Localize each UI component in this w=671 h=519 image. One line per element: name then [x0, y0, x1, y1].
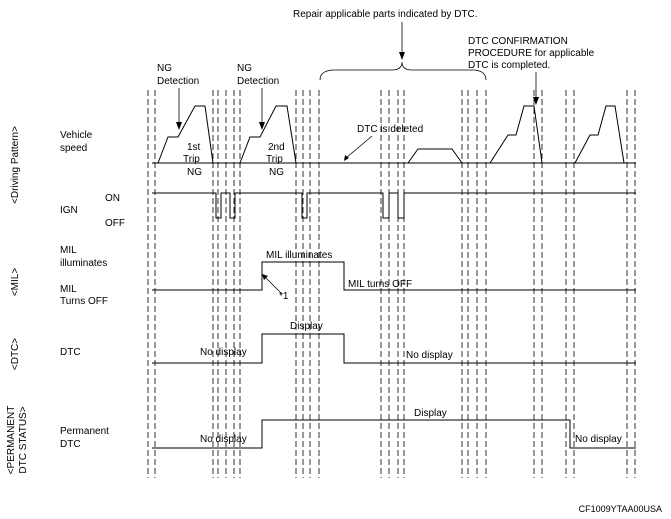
note-arrow	[263, 275, 283, 295]
section-mil: <MIL>	[10, 268, 21, 297]
speed-trace-trip4	[489, 105, 543, 164]
speed-trace-trip5	[574, 105, 625, 164]
mil-illuminates-label: MIL illuminates	[266, 250, 332, 261]
row-vehicle-speed-2: speed	[60, 143, 87, 154]
dtc-deleted-arrow-head	[344, 155, 349, 161]
trip1-label-3: NG	[187, 167, 202, 178]
perm-no-display-1: No display	[200, 434, 247, 445]
section-permanent-1: <PERMANENT	[6, 406, 17, 475]
ign-trace	[152, 192, 636, 219]
permanent-trace	[152, 419, 636, 449]
row-mil-off-1: MIL	[60, 284, 77, 295]
row-ign-on: ON	[105, 193, 120, 204]
row-mil-illum-1: MIL	[60, 245, 77, 256]
note-arrow-head	[262, 274, 268, 280]
trip1-label-1: 1st	[187, 142, 201, 153]
row-ign-off: OFF	[105, 218, 125, 229]
repair-brace	[319, 61, 487, 81]
confirm-annotation-1: DTC CONFIRMATION	[468, 36, 568, 47]
dtc-trace	[152, 333, 636, 364]
row-permanent-2: DTC	[60, 439, 81, 450]
section-dtc: <DTC>	[10, 338, 21, 370]
row-mil-illum-2: illuminates	[60, 258, 107, 269]
row-mil-off-2: Turns OFF	[60, 296, 108, 307]
section-driving-pattern: <Driving Pattern>	[10, 126, 21, 204]
repair-arrow-head	[399, 52, 405, 60]
dtc-deleted-label: DTC is deleted	[357, 124, 423, 135]
repair-annotation: Repair applicable parts indicated by DTC…	[293, 9, 478, 20]
ng1-arrow-head	[176, 122, 182, 130]
ng2-label-2: Detection	[237, 76, 279, 87]
dtc-display-label: Display	[290, 321, 323, 332]
row-ign: IGN	[60, 205, 78, 216]
trip1-label-2: Trip	[183, 154, 200, 165]
mil-trace	[152, 261, 636, 291]
ng2-label-1: NG	[237, 63, 252, 74]
row-dtc: DTC	[60, 347, 81, 358]
ng1-label-2: Detection	[157, 76, 199, 87]
section-permanent-2: DTC STATUS>	[18, 406, 29, 473]
row-vehicle-speed-1: Vehicle	[60, 130, 93, 141]
mil-turns-off-label: MIL turns OFF	[348, 279, 412, 290]
figure-code: CF1009YTAA00USA	[579, 504, 662, 514]
perm-no-display-2: No display	[575, 434, 622, 445]
speed-trace-trip3	[407, 148, 463, 164]
trip2-label-1: 2nd	[268, 142, 285, 153]
time-markers	[147, 90, 636, 478]
dtc-deleted-arrow	[345, 135, 373, 159]
dtc-no-display-2: No display	[406, 350, 453, 361]
speed-trace-trip2	[239, 105, 297, 164]
confirm-annotation-3: DTC is completed.	[468, 60, 550, 71]
dtc-no-display-1: No display	[200, 347, 247, 358]
ng2-arrow-head	[259, 122, 265, 130]
confirm-arrow-head	[533, 97, 539, 105]
speed-trace-trip1	[157, 105, 214, 164]
row-permanent-1: Permanent	[60, 426, 109, 437]
note-ref-label: *1	[279, 291, 289, 302]
ng1-label-1: NG	[157, 63, 172, 74]
trip2-label-3: NG	[269, 167, 284, 178]
confirm-annotation-2: PROCEDURE for applicable	[468, 48, 595, 59]
perm-display-label: Display	[414, 408, 447, 419]
trip2-label-2: Trip	[266, 154, 283, 165]
